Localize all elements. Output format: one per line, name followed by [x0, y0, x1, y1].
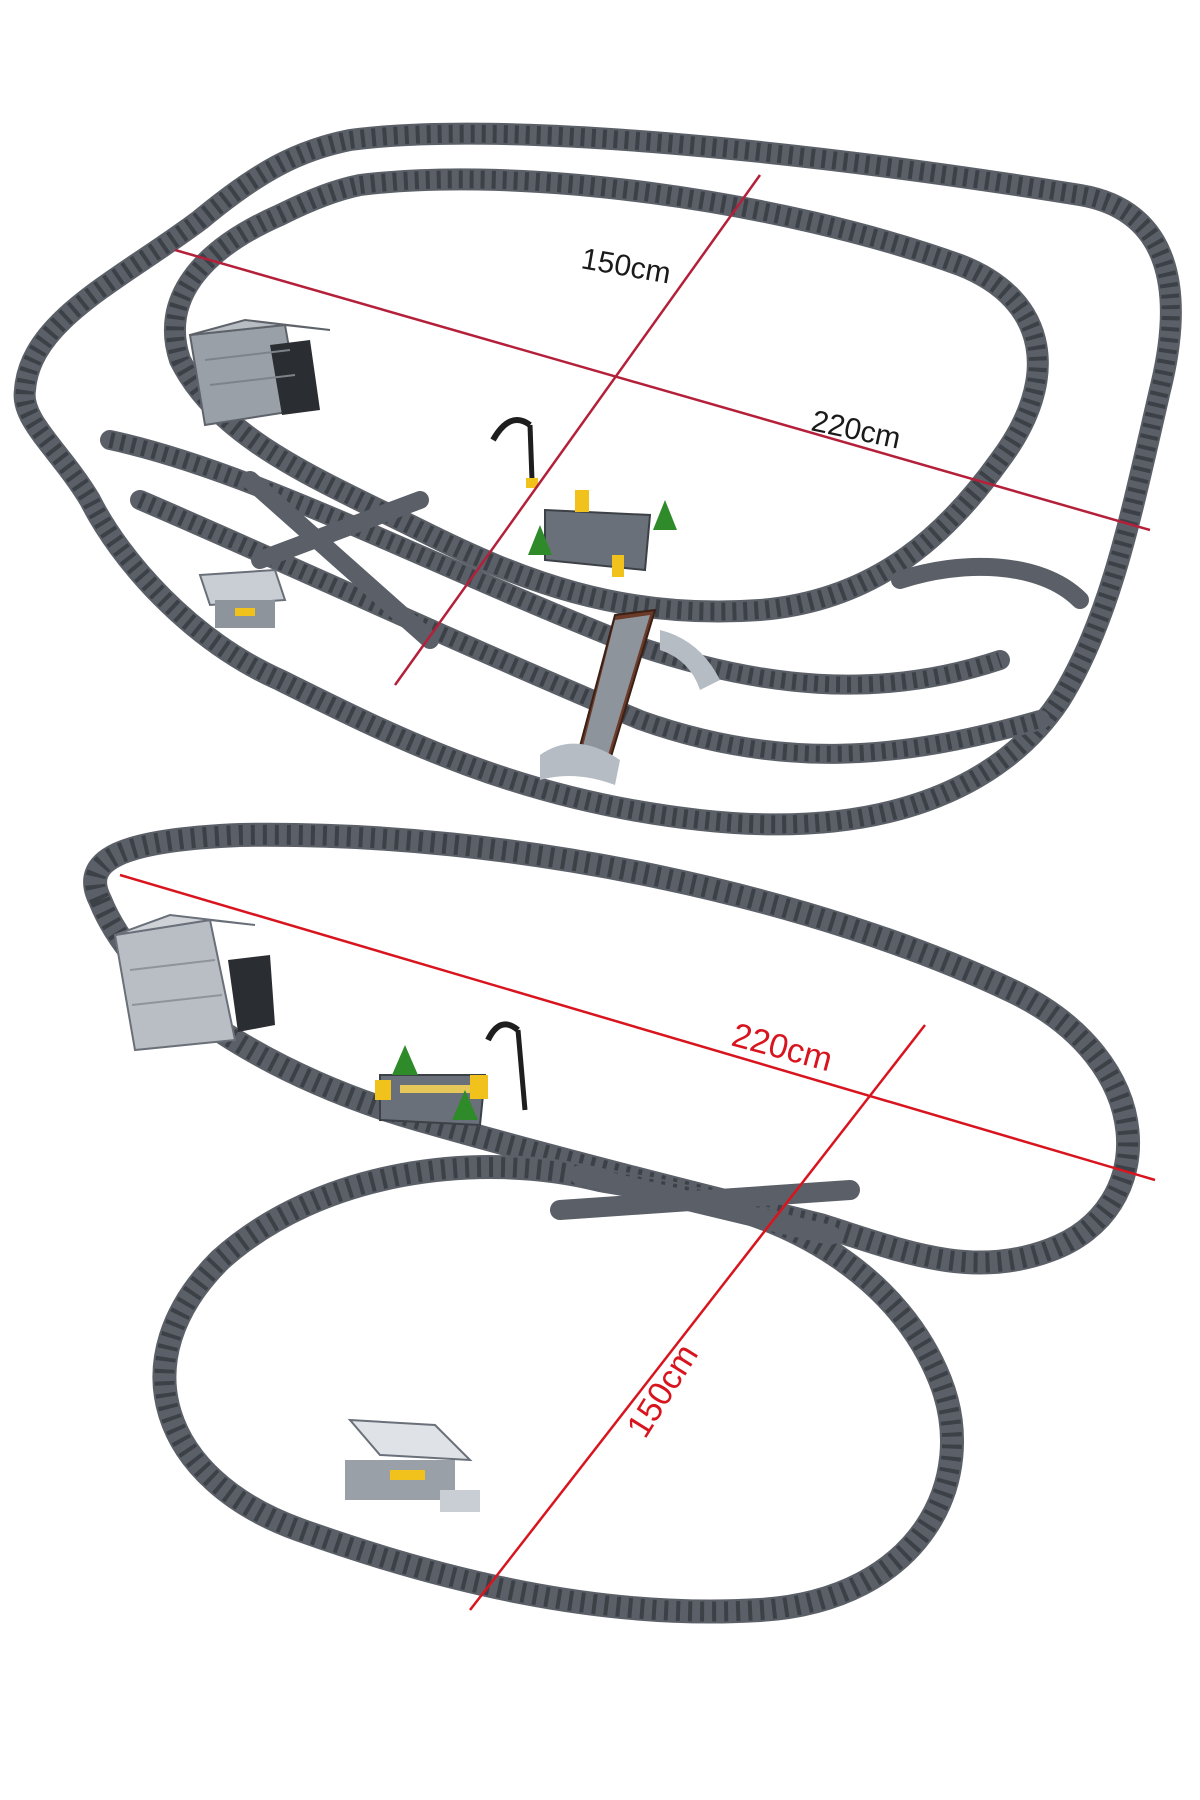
- tree-icon: [392, 1045, 478, 1120]
- footbridge-icon: [540, 608, 720, 785]
- bottom-measure-lines: [119, 873, 1156, 1611]
- crossing-platform: [544, 490, 652, 577]
- crossover-switch: [550, 1165, 860, 1245]
- station-icon: [198, 568, 287, 628]
- tunnel-icon: [113, 913, 275, 1052]
- signal-icon: [485, 1021, 528, 1111]
- signal-icon: [490, 417, 538, 488]
- top-width-label: 150cm: [579, 242, 673, 290]
- bottom-width-label: 150cm: [620, 1338, 706, 1445]
- station-icon: [345, 1418, 480, 1512]
- top-measure-lines: [174, 174, 1151, 686]
- inner-track-loop: [164, 168, 1049, 623]
- top-length-label: 220cm: [809, 405, 904, 456]
- tree-icon: [528, 500, 677, 555]
- bottom-layout: 220cm 150cm: [83, 822, 1156, 1624]
- top-layout: 150cm 220cm: [13, 122, 1182, 836]
- outer-track-loop: [13, 122, 1182, 836]
- tunnel-icon: [188, 318, 331, 427]
- station-sidings: [100, 430, 1089, 764]
